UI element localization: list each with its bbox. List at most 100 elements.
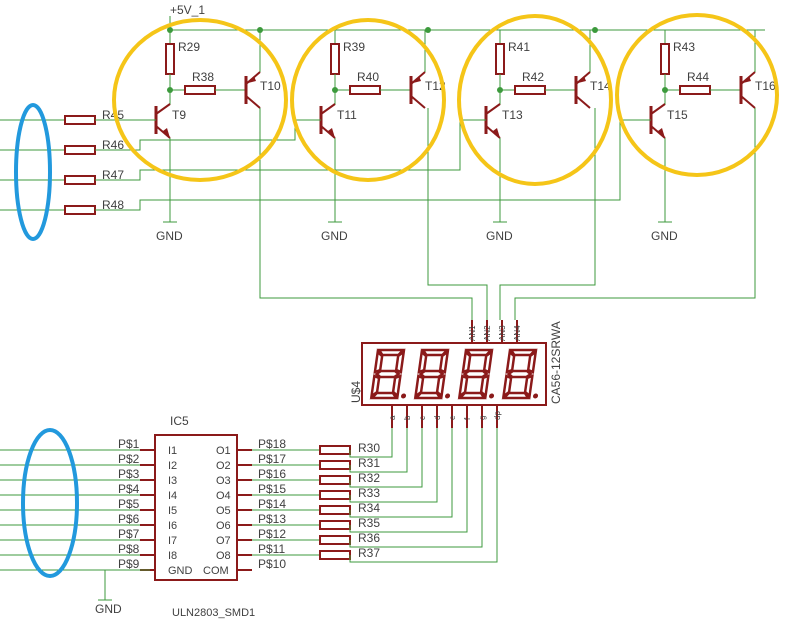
driver-input-net: P$8 — [118, 542, 140, 556]
driver-gnd-pin: GND — [168, 565, 193, 577]
digit-3 — [457, 348, 495, 400]
segment-pin-label: g — [478, 416, 487, 420]
driver-input-net: P$4 — [118, 482, 140, 496]
driver-output-pin: O1 — [216, 445, 231, 457]
base-resistor — [349, 85, 381, 95]
segment-resistor-label: R30 — [358, 441, 380, 455]
driver-output-pin: O2 — [216, 460, 231, 472]
supply-rail: +5V_1 — [167, 3, 765, 33]
pullup-resistor — [660, 43, 670, 75]
segment-resistor — [319, 550, 351, 560]
npn-label: T15 — [667, 108, 688, 122]
segment-resistor-label: R34 — [358, 501, 380, 515]
input-resistor — [64, 115, 96, 125]
anode-pin-label: AN3 — [498, 325, 507, 341]
ground-label: GND — [156, 229, 183, 243]
digit-2 — [413, 348, 451, 400]
anode-pin-label: AN2 — [483, 325, 492, 341]
digit-4 — [501, 348, 539, 400]
display-ref: U$4 — [349, 381, 363, 403]
driver-input-net: P$5 — [118, 497, 140, 511]
driver-com-pin: COM — [203, 565, 229, 577]
pullup-resistor — [495, 43, 505, 75]
pullup-label: R43 — [673, 40, 695, 54]
pullup-label: R29 — [178, 40, 200, 54]
input-resistor-label: R45 — [102, 108, 124, 122]
supply-label: +5V_1 — [170, 3, 205, 17]
input-resistor — [64, 175, 96, 185]
input-resistor — [64, 145, 96, 155]
segment-resistor — [319, 535, 351, 545]
segment-pin-label: d — [433, 416, 442, 420]
pnp-label: T10 — [260, 79, 281, 93]
input-resistor-label: R47 — [102, 168, 124, 182]
segment-pin-label: c — [418, 416, 427, 420]
digit-1 — [369, 348, 407, 400]
driver-output-net: P$15 — [258, 482, 286, 496]
highlight-oval-inputs-top — [14, 103, 52, 241]
driver-output-net: P$14 — [258, 497, 286, 511]
driver-output-net: P$10 — [258, 557, 286, 571]
pnp-label: T14 — [590, 79, 611, 93]
segment-resistor-label: R36 — [358, 531, 380, 545]
driver-input-net: P$1 — [118, 437, 140, 451]
driver-output-net: P$16 — [258, 467, 286, 481]
highlight-ring-1 — [112, 18, 288, 182]
segment-pin-label: b — [403, 415, 412, 420]
base-resistor — [679, 85, 711, 95]
base-resistor-label: R40 — [357, 70, 379, 84]
pullup-resistor — [330, 43, 340, 75]
segment-resistor — [319, 475, 351, 485]
driver-output-pin: O8 — [216, 550, 231, 562]
segment-resistor-label: R33 — [358, 486, 380, 500]
driver-part: ULN2803_SMD1 — [172, 607, 255, 619]
anode-wire-3 — [499, 108, 596, 320]
segment-resistor-label: R37 — [358, 546, 380, 560]
segment-resistor-label: R32 — [358, 471, 380, 485]
base-resistor-label: R42 — [522, 70, 544, 84]
anode-wire-1 — [259, 108, 473, 320]
driver-output-pin: O7 — [216, 535, 231, 547]
display-part: CA56-12SRWA — [549, 321, 563, 404]
driver-output-net: P$17 — [258, 452, 286, 466]
pullup-label: R41 — [508, 40, 530, 54]
driver-input-net: P$9 — [118, 557, 140, 571]
ground-label: GND — [486, 229, 513, 243]
anode-wire-2 — [427, 108, 488, 320]
pnp-label: T16 — [755, 79, 776, 93]
segment-pin-label: dp — [493, 411, 502, 420]
segment-pin-label: f — [463, 417, 472, 420]
driver-input-pin: I8 — [168, 550, 177, 562]
driver-input-net: P$2 — [118, 452, 140, 466]
segment-resistor — [319, 490, 351, 500]
highlight-oval-inputs-bottom — [21, 428, 79, 578]
driver-input-pin: I2 — [168, 460, 177, 472]
driver-output-pin: O4 — [216, 490, 231, 502]
driver-gnd-label: GND — [95, 602, 122, 616]
base-resistor — [184, 85, 216, 95]
highlight-rings — [112, 13, 779, 186]
segment-resistor-label: R35 — [358, 516, 380, 530]
anode-pin-label: AN1 — [468, 325, 477, 341]
pullup-resistor — [165, 43, 175, 75]
driver-ref: IC5 — [170, 414, 189, 428]
segment-pin-label: a — [388, 415, 397, 420]
pullup-label: R39 — [343, 40, 365, 54]
driver-output-net: P$12 — [258, 527, 286, 541]
base-resistor-label: R38 — [192, 70, 214, 84]
segment-resistor — [319, 520, 351, 530]
segment-pin-label: e — [448, 415, 457, 420]
driver-input-pin: I7 — [168, 535, 177, 547]
highlight-ring-4 — [615, 13, 779, 177]
input-resistor-label: R46 — [102, 138, 124, 152]
driver-output-net: P$18 — [258, 437, 286, 451]
base-resistor — [514, 85, 546, 95]
driver-output-pin: O3 — [216, 475, 231, 487]
highlight-ring-2 — [290, 18, 446, 182]
npn-label: T9 — [172, 108, 186, 122]
base-resistor-label: R44 — [687, 70, 709, 84]
driver-input-net: P$3 — [118, 467, 140, 481]
